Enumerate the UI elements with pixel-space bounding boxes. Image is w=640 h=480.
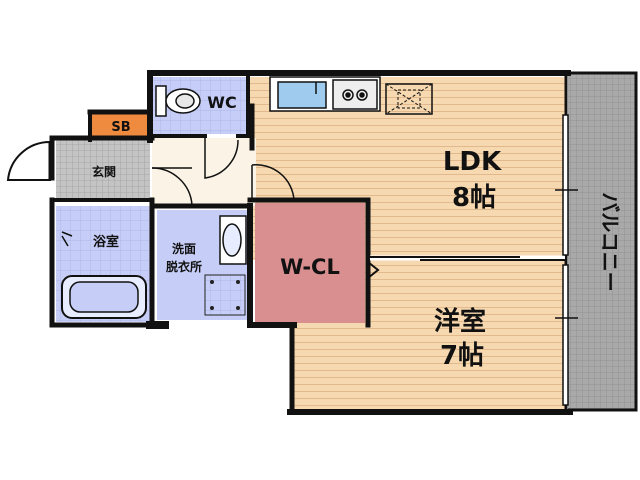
washroom-label-line2: 脱衣所 xyxy=(166,259,202,274)
windows xyxy=(555,114,578,406)
fridge-space xyxy=(385,83,433,115)
entrance-label: 玄関 xyxy=(92,164,116,179)
ldk-label: LDK xyxy=(443,147,502,177)
entrance-floor xyxy=(56,140,150,200)
ldk-size-label: 8帖 xyxy=(452,183,496,213)
walk-in-closet-floor xyxy=(255,203,365,323)
western-room-size-label: 7帖 xyxy=(440,341,484,371)
balcony xyxy=(568,71,638,412)
kitchen-counter xyxy=(269,76,381,112)
walls xyxy=(49,70,573,415)
bathtub xyxy=(61,275,147,319)
shoebox xyxy=(92,114,150,138)
western-room-label: 洋室 xyxy=(434,306,486,337)
walk-in-closet-label: W-CL xyxy=(280,255,340,279)
sliding-door xyxy=(370,255,565,261)
wc-label: WC xyxy=(207,93,236,112)
bathroom-label: 浴室 xyxy=(93,234,119,250)
toilet xyxy=(155,85,201,117)
shower-icon xyxy=(61,231,73,247)
interior-doors xyxy=(151,136,380,279)
balcony-label: バルコニー xyxy=(598,192,622,292)
sb-label: SB xyxy=(111,120,130,135)
hallway-floor xyxy=(152,138,256,206)
entrance-door xyxy=(6,140,52,181)
washroom-label-line1: 洗面 xyxy=(172,241,196,256)
washbasin xyxy=(219,215,247,265)
